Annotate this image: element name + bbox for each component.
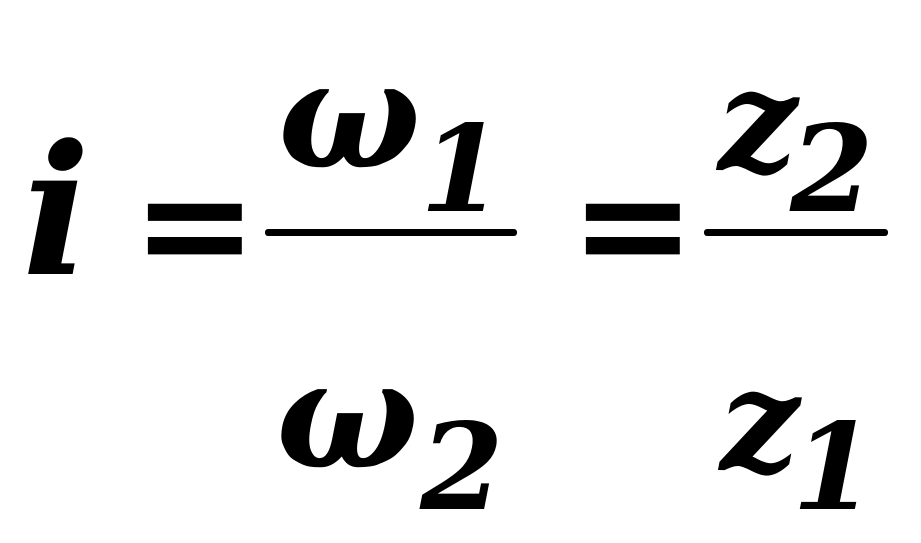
fraction-2-bar xyxy=(704,229,888,236)
fraction-1-bar xyxy=(265,229,517,236)
ratio-symbol-i: i xyxy=(22,106,91,317)
fraction-1-denominator-subscript: 2 xyxy=(420,397,504,538)
fraction-1-numerator-subscript: 1 xyxy=(420,99,504,240)
fraction-1-denominator-omega: ω xyxy=(276,327,419,503)
fraction-2-numerator-subscript: 2 xyxy=(790,99,874,240)
equals-sign-2: = xyxy=(570,138,696,312)
fraction-2-numerator-z: z xyxy=(718,40,798,204)
fraction-2-denominator-z: z xyxy=(720,340,800,504)
equals-sign-1: = xyxy=(132,138,258,312)
fraction-1-numerator-omega: ω xyxy=(278,27,421,203)
fraction-2-denominator-subscript: 1 xyxy=(792,397,876,538)
